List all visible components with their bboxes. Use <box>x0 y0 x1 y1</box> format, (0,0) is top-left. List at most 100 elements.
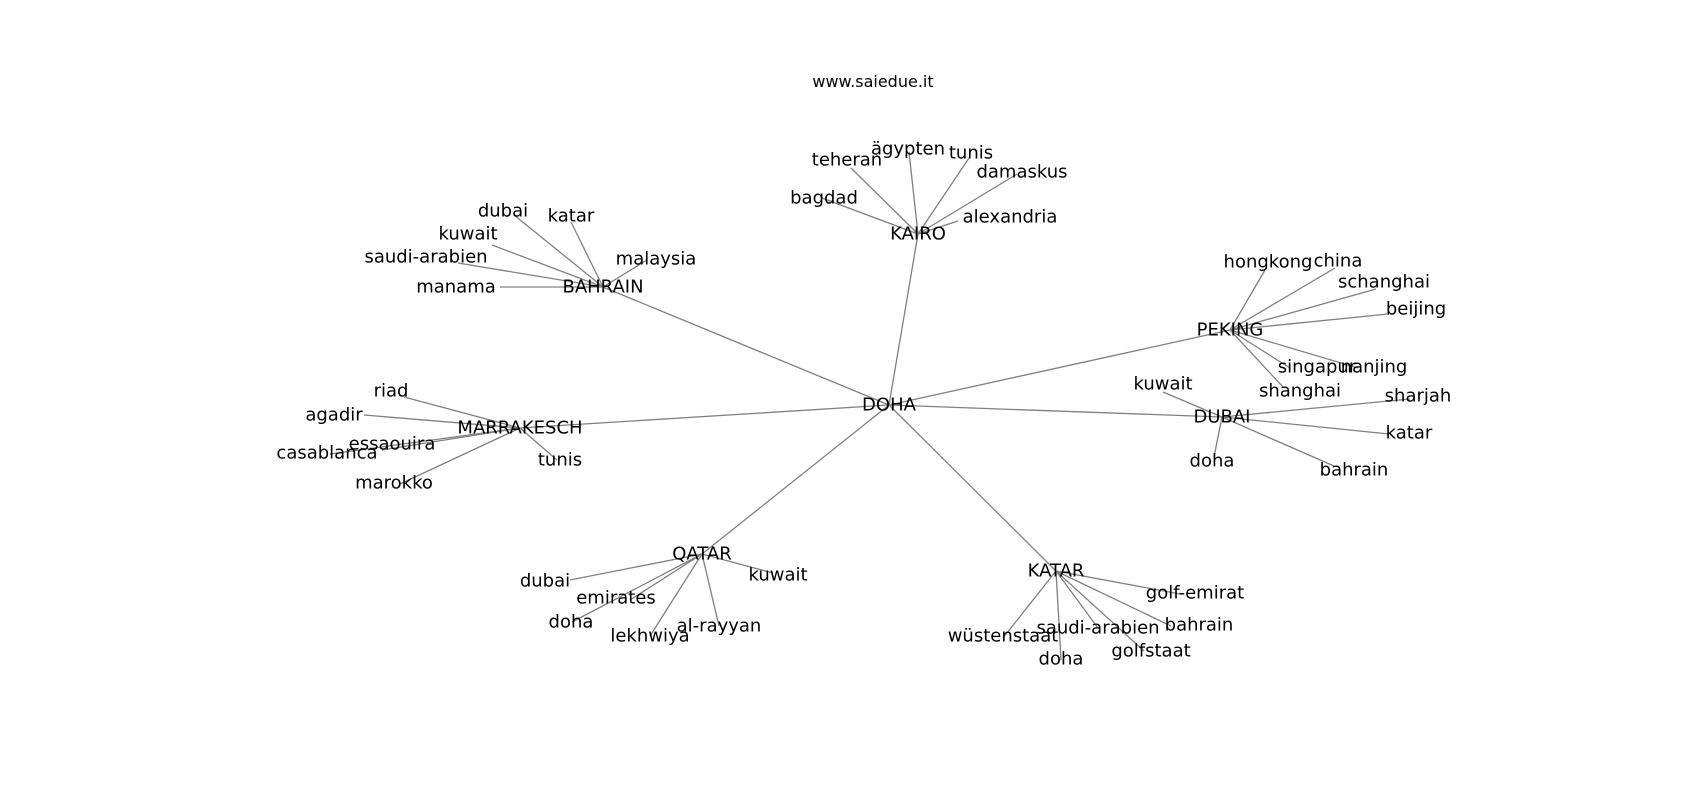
edge-peking-4 <box>1229 329 1359 369</box>
leaf-node-label: shanghai <box>1259 381 1341 402</box>
edge-peking-5 <box>1229 329 1291 369</box>
edge-root-katar <box>888 404 1057 572</box>
edge-kairo-0 <box>850 167 919 235</box>
edge-root-kairo <box>888 233 919 406</box>
edge-peking-1 <box>1229 267 1336 331</box>
edge-root-qatar <box>701 404 890 555</box>
leaf-node-label: casablanca <box>276 443 377 464</box>
leaf-node-label: ägypten <box>871 139 945 160</box>
hub-node-label: PEKING <box>1197 320 1264 341</box>
edge-bahrain-3 <box>602 259 648 288</box>
leaf-node-label: kuwait <box>438 224 497 245</box>
leaf-node-label: dubai <box>478 201 528 222</box>
leaf-node-label: doha <box>1190 451 1235 472</box>
edge-peking-2 <box>1229 288 1377 331</box>
edge-marrakesch-3 <box>329 427 521 455</box>
edge-dubai-0 <box>1162 391 1223 418</box>
leaf-node-label: manama <box>416 277 496 298</box>
hub-node-label: MARRAKESCH <box>457 418 582 439</box>
leaf-node-label: kuwait <box>1133 374 1192 395</box>
hub-node-label: QATAR <box>672 544 732 565</box>
edge-kairo-2 <box>917 157 970 235</box>
edge-bahrain-1 <box>570 221 604 288</box>
edge-kairo-3 <box>917 173 1018 235</box>
leaf-node-label: bahrain <box>1165 615 1234 636</box>
leaf-node-label: wüstenstaat <box>948 626 1059 647</box>
edge-root-bahrain <box>602 286 890 406</box>
leaf-node-label: saudi-arabien <box>364 247 487 268</box>
leaf-node-label: tunis <box>949 143 993 164</box>
edge-dubai-1 <box>1221 398 1411 418</box>
edge-qatar-3 <box>571 553 703 623</box>
edge-katar-0 <box>1055 570 1181 595</box>
edge-bahrain-0 <box>513 214 604 288</box>
edge-root-marrakesch <box>519 404 890 429</box>
edge-peking-6 <box>1229 329 1284 388</box>
leaf-node-label: damaskus <box>976 162 1067 183</box>
leaf-node-label: al-rayyan <box>677 616 762 637</box>
source-watermark: www.saiedue.it <box>812 72 933 91</box>
edge-katar-3 <box>1002 570 1057 639</box>
hub-node-label: DUBAI <box>1193 407 1250 428</box>
edge-qatar-0 <box>569 553 703 581</box>
hub-node-label: BAHRAIN <box>562 277 643 298</box>
edge-kairo-1 <box>908 151 919 235</box>
leaf-node-label: singapur <box>1278 357 1357 378</box>
leaf-node-label: hongkong <box>1224 252 1313 273</box>
edge-qatar-4 <box>649 553 703 637</box>
edge-katar-4 <box>1055 570 1062 661</box>
edge-marrakesch-1 <box>363 414 521 429</box>
leaf-node-label: marokko <box>355 473 433 494</box>
leaf-node-label: golf-emirat <box>1146 583 1244 604</box>
leaf-node-label: nanjing <box>1341 357 1408 378</box>
edge-dubai-2 <box>1221 416 1390 435</box>
leaf-node-label: schanghai <box>1338 272 1430 293</box>
leaf-node-label: riad <box>374 381 409 402</box>
edge-qatar-2 <box>629 553 703 601</box>
hub-node-label: KATAR <box>1028 561 1085 582</box>
edge-kairo-5 <box>917 220 959 235</box>
edge-marrakesch-4 <box>519 427 558 461</box>
edge-katar-1 <box>1055 570 1099 629</box>
leaf-node-label: kuwait <box>748 565 807 586</box>
root-node-label: DOHA <box>862 395 917 416</box>
edge-kairo-4 <box>821 197 919 235</box>
leaf-node-label: doha <box>1039 649 1084 670</box>
leaf-node-label: malaysia <box>616 249 697 270</box>
hub-node-label: KAIRO <box>890 224 946 245</box>
leaf-node-label: tunis <box>538 450 582 471</box>
edge-root-peking <box>888 329 1231 406</box>
leaf-node-label: alexandria <box>963 207 1058 228</box>
leaf-node-label: agadir <box>305 405 363 426</box>
leaf-node-label: beijing <box>1386 299 1446 320</box>
leaf-node-label: bahrain <box>1320 460 1389 481</box>
edge-dubai-4 <box>1221 416 1335 467</box>
edge-marrakesch-5 <box>399 427 521 485</box>
leaf-node-label: doha <box>549 612 594 633</box>
leaf-node-label: katar <box>1386 423 1433 444</box>
graph-edges <box>329 151 1411 661</box>
leaf-node-label: bagdad <box>790 188 858 209</box>
leaf-node-label: dubai <box>520 571 570 592</box>
edge-bahrain-4 <box>457 262 604 288</box>
edge-peking-3 <box>1229 313 1389 331</box>
leaf-node-label: sharjah <box>1385 386 1452 407</box>
leaf-node-label: teheran <box>812 150 882 171</box>
edge-marrakesch-0 <box>403 396 521 429</box>
edge-qatar-5 <box>701 553 720 627</box>
leaf-node-label: golfstaat <box>1111 641 1190 662</box>
leaf-node-label: katar <box>548 206 595 227</box>
edge-peking-0 <box>1229 269 1266 331</box>
leaf-node-label: essaouira <box>349 434 436 455</box>
edge-qatar-1 <box>701 553 774 574</box>
edge-katar-2 <box>1055 570 1172 627</box>
edge-katar-5 <box>1055 570 1145 652</box>
leaf-node-label: lekhwiya <box>610 626 689 647</box>
leaf-node-label: emirates <box>576 588 656 609</box>
leaf-node-label: saudi-arabien <box>1036 618 1159 639</box>
edge-root-dubai <box>888 404 1223 418</box>
leaf-node-label: china <box>1314 251 1363 272</box>
edge-dubai-3 <box>1213 416 1223 458</box>
